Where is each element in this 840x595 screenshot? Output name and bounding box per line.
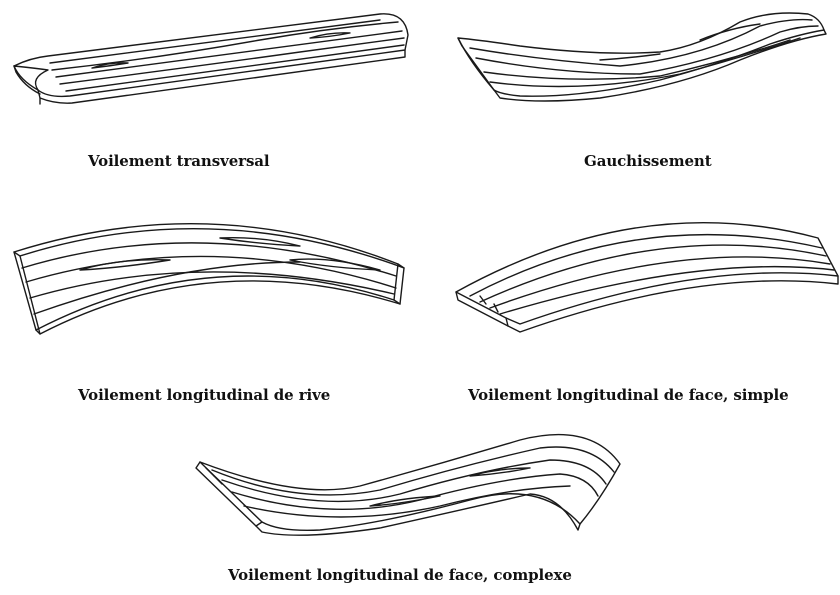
caption-cupping: Voilement transversal [88, 152, 270, 170]
caption-twist: Gauchissement [584, 152, 712, 170]
caption-crook: Voilement longitudinal de rive [78, 386, 330, 404]
caption-bow-complex: Voilement longitudinal de face, complexe [228, 566, 572, 584]
caption-bow-simple: Voilement longitudinal de face, simple [468, 386, 789, 404]
